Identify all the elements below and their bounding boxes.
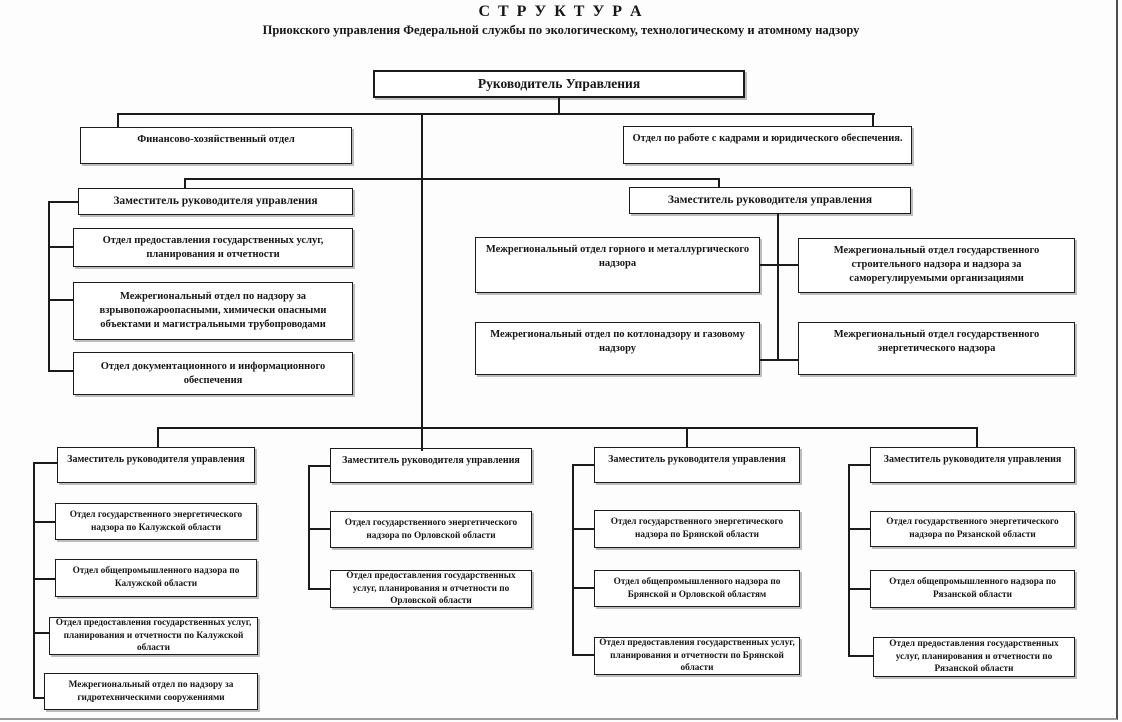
node-bryansk-gov-services-dept: Отдел предоставления государственных усл… (594, 637, 800, 675)
connector-kaluga-bracket-3 (33, 632, 49, 634)
node-kaluga-industrial-dept: Отдел общепромышленного надзора по Калуж… (55, 559, 257, 597)
connector-ryazan-bracket-head (848, 464, 870, 466)
connector-ryazan-bracket-3 (848, 655, 873, 657)
connector-kaluga-drop (157, 427, 159, 447)
node-ryazan-energy-dept: Отдел государственного энергетического н… (870, 511, 1075, 547)
connector-staff-row (118, 113, 875, 115)
node-documentation-dept: Отдел документационного и информационног… (73, 352, 353, 395)
node-hydrotechnical-dept: Межрегиональный отдел по надзору за гидр… (44, 673, 258, 710)
connector-ryazan-bracket-1 (848, 528, 870, 530)
connector-right-stub-top (760, 264, 798, 266)
node-mining-metallurgy-dept: Межрегиональный отдел горного и металлур… (475, 237, 760, 293)
node-ryazan-gov-services-dept: Отдел предоставления государственных усл… (873, 637, 1075, 677)
connector-kaluga-bracket-1 (33, 521, 55, 523)
connector-bryansk-bracket-3 (572, 654, 594, 656)
connector-kaluga-bracket (33, 462, 35, 699)
connector-ryazan-bracket-2 (848, 588, 870, 590)
connector-deputy-right-drop (718, 178, 720, 188)
connector-deputy-row (185, 178, 720, 180)
node-kaluga-energy-dept: Отдел государственного энергетического н… (55, 503, 257, 540)
connector-left-bracket (48, 201, 50, 372)
connector-left-bracket-head (48, 201, 78, 203)
connector-ryazan-bracket (848, 464, 850, 657)
node-deputy-left: Заместитель руководителя управления (78, 188, 353, 215)
node-energy-supervision-dept: Межрегиональный отдел государственного э… (798, 322, 1075, 375)
node-deputy-ryazan: Заместитель руководителя управления (870, 447, 1075, 483)
node-head-of-directorate: Руководитель Управления (373, 70, 745, 98)
connector-bryansk-bracket-head (572, 464, 594, 466)
node-boiler-gas-dept: Межрегиональный отдел по котлонадзору и … (475, 322, 760, 375)
page-subtitle: Приокского управления Федеральной службы… (262, 23, 860, 37)
connector-oryol-bracket-1 (308, 528, 330, 530)
connector-main-spine (421, 113, 423, 451)
node-deputy-bryansk: Заместитель руководителя управления (594, 447, 800, 483)
node-deputy-right: Заместитель руководителя управления (629, 187, 911, 214)
connector-bryansk-bracket (572, 464, 574, 656)
connector-root-stub (558, 97, 560, 114)
connector-bryansk-drop (686, 427, 688, 447)
connector-ryazan-drop (976, 427, 978, 447)
node-ryazan-industrial-dept: Отдел общепромышленного надзора по Рязан… (870, 570, 1075, 608)
node-bryansk-energy-dept: Отдел государственного энергетического н… (594, 510, 800, 548)
connector-deputy-left-drop (184, 178, 186, 189)
node-bryansk-industrial-dept: Отдел общепромышленного надзора по Брянс… (594, 570, 800, 607)
connector-left-bracket-3 (48, 370, 73, 372)
connector-right-spine (777, 213, 779, 361)
connector-bryansk-bracket-2 (572, 587, 594, 589)
connector-left-bracket-1 (48, 246, 73, 248)
node-hr-legal-dept: Отдел по работе с кадрами и юридического… (623, 126, 912, 164)
connector-right-stub-bottom (760, 359, 798, 361)
node-oryol-energy-dept: Отдел государственного энергетического н… (330, 511, 532, 548)
node-deputy-kaluga: Заместитель руководителя управления (57, 447, 255, 483)
connector-kaluga-bracket-2 (33, 578, 55, 580)
connector-regions-row (158, 427, 978, 429)
page-title: С Т Р У К Т У Р А (478, 3, 644, 20)
node-deputy-oryol: Заместитель руководителя управления (330, 448, 532, 483)
connector-bryansk-bracket-1 (572, 528, 594, 530)
connector-oryol-bracket (308, 465, 310, 590)
connector-hr-drop (872, 113, 874, 127)
node-oryol-gov-services-dept: Отдел предоставления государственных усл… (330, 570, 532, 608)
connector-finance-drop (117, 113, 119, 128)
node-construction-supervision-dept: Межрегиональный отдел государственного с… (798, 238, 1075, 293)
connector-kaluga-bracket-4 (33, 697, 44, 699)
connector-kaluga-bracket-head (33, 462, 57, 464)
node-gov-services-dept: Отдел предоставления государственных усл… (73, 228, 353, 267)
node-hazardous-objects-dept: Межрегиональный отдел по надзору за взры… (73, 282, 353, 340)
connector-oryol-bracket-head (308, 465, 330, 467)
node-finance-dept: Финансово-хозяйственный отдел (80, 127, 352, 164)
node-kaluga-gov-services-dept: Отдел предоставления государственных усл… (49, 617, 258, 655)
connector-left-bracket-2 (48, 299, 73, 301)
connector-oryol-bracket-2 (308, 588, 330, 590)
